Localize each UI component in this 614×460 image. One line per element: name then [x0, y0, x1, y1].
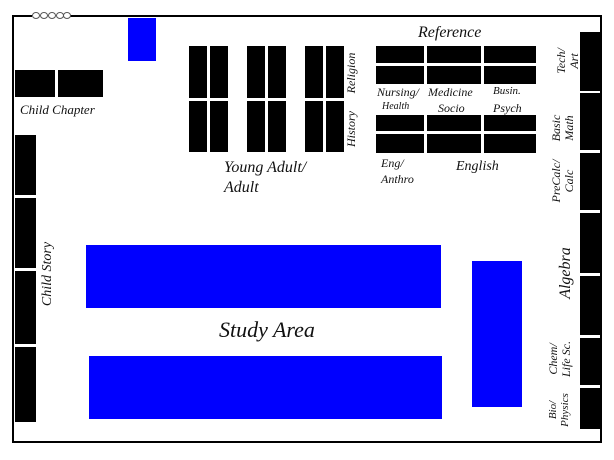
- health-label: Health: [382, 101, 410, 112]
- busin-label: Busin.: [493, 85, 521, 97]
- young-adult-shelf-1: [189, 46, 228, 152]
- child-chapter-shelf: [15, 70, 103, 97]
- history-label: History: [344, 111, 358, 147]
- child-chapter-label: Child Chapter: [20, 102, 95, 117]
- study-table-upper: [86, 245, 441, 308]
- tech-art-shelf: [580, 32, 600, 91]
- small-table: [128, 18, 156, 61]
- psych-label: Psych: [493, 101, 522, 115]
- young-adult-label: Young Adult/: [224, 159, 307, 176]
- religion-label: Religion: [344, 52, 358, 94]
- medicine-label: Medicine: [428, 85, 473, 99]
- basic-math-shelf: [580, 93, 600, 150]
- young-adult-shelf-2: [247, 46, 286, 152]
- eng-label: Eng/: [381, 156, 404, 170]
- study-table-right: [472, 261, 522, 407]
- study-area-label: Study Area: [219, 317, 315, 342]
- child-story-shelf-3: [15, 271, 36, 344]
- english-label: English: [456, 159, 499, 174]
- reference-shelf-lower: [376, 115, 536, 153]
- study-table-lower: [89, 356, 442, 419]
- socio-label: Socio: [438, 101, 465, 115]
- anthro-label: Anthro: [381, 172, 414, 186]
- bio-shelf: [580, 388, 600, 429]
- chem-shelf: [580, 338, 600, 385]
- young-adult-shelf-3: [305, 46, 344, 152]
- precalc-label: PreCalc/Calc: [549, 159, 576, 203]
- reference-label: Reference: [418, 24, 482, 41]
- chem-label: Chem/Life Sc.: [546, 341, 573, 377]
- child-story-shelf-1: [15, 135, 36, 195]
- child-story-shelf-2: [15, 198, 36, 268]
- algebra-label: Algebra: [557, 247, 574, 299]
- reference-shelf-upper: [376, 46, 536, 84]
- nursing-label: Nursing/: [377, 85, 420, 99]
- library-floor-outline: [12, 15, 602, 443]
- entrance-doorway: [32, 11, 71, 19]
- child-story-shelf-4: [15, 347, 36, 422]
- bio-label: Bio/Physics: [547, 393, 571, 427]
- precalc-shelf: [580, 153, 600, 210]
- algebra-shelf-2: [580, 276, 600, 335]
- algebra-shelf-1: [580, 213, 600, 273]
- child-story-label: Child Story: [40, 241, 55, 307]
- adult-label: Adult: [224, 179, 259, 196]
- tech-art-label: Tech/Art: [554, 48, 581, 74]
